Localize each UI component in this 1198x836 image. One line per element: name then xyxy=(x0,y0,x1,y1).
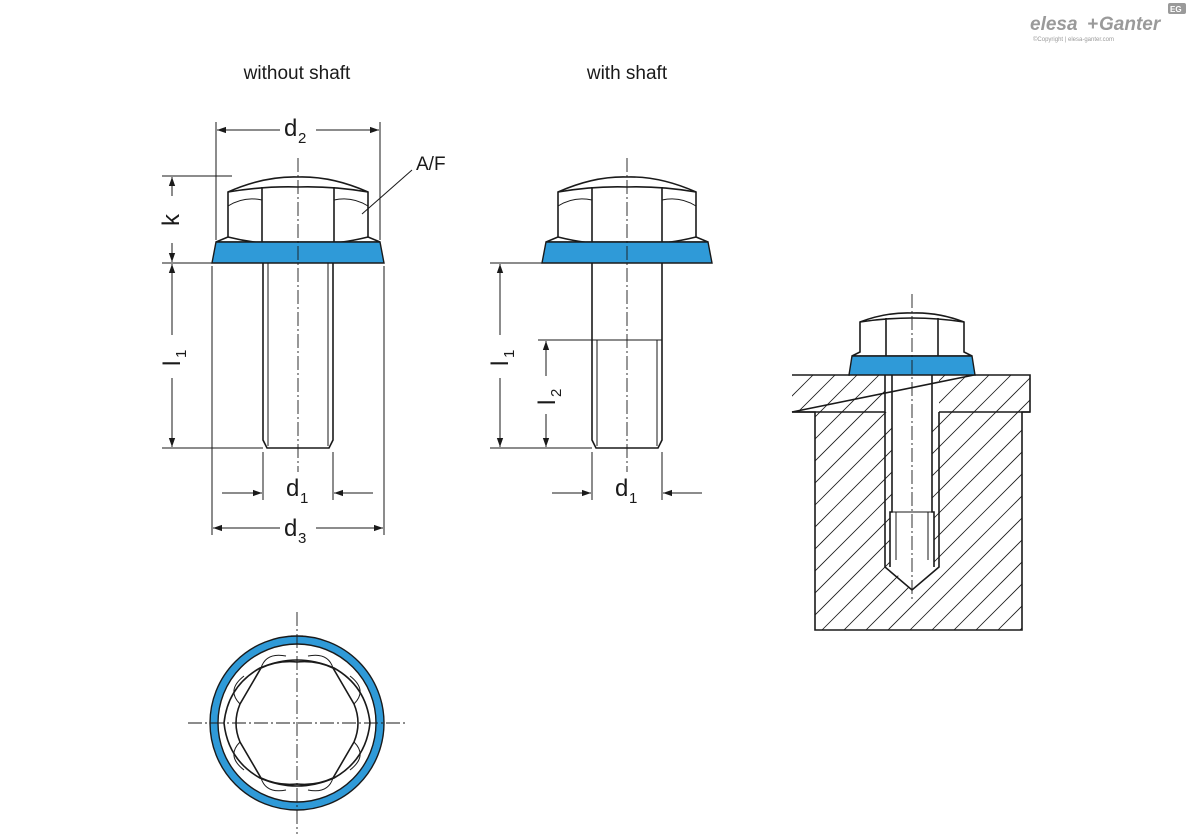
l1-label: l xyxy=(487,361,514,366)
l1-label: l xyxy=(159,361,186,366)
d1-label: d xyxy=(615,475,628,502)
brand-copyright: ©Copyright | elesa-ganter.com xyxy=(1033,36,1114,43)
hatch-line xyxy=(792,375,895,630)
bolt-with-shaft: l 1 l 2 d 1 xyxy=(487,158,713,507)
hatch-line xyxy=(921,375,1030,630)
brand-badge-text: EG xyxy=(1170,5,1182,14)
hatch-line xyxy=(855,375,1030,630)
hatch-line xyxy=(792,375,1005,630)
d3-label-sub: 3 xyxy=(298,530,306,547)
hatch-line xyxy=(1054,360,1198,640)
hatch-line xyxy=(965,375,1030,630)
hatch-line xyxy=(811,375,1030,630)
bolt-head-chamfers xyxy=(227,198,369,207)
bolt-top-view xyxy=(188,612,406,834)
l1-label-sub: 1 xyxy=(501,350,518,358)
hatch-line xyxy=(899,375,1030,630)
k-label: k xyxy=(158,213,185,226)
d2-label-sub: 2 xyxy=(298,130,306,147)
caption-without-shaft: without shaft xyxy=(243,63,351,84)
assembly-section xyxy=(460,294,1198,640)
hatch-line xyxy=(877,375,1030,630)
af-label: A/F xyxy=(416,154,446,175)
hatch-line xyxy=(1032,360,1198,640)
bolt-head-flats xyxy=(591,187,663,242)
hatch-line xyxy=(460,360,740,640)
hatch-line xyxy=(987,375,1030,630)
thread-root-lines xyxy=(267,263,329,446)
hatch-line xyxy=(833,375,1030,630)
af-leader xyxy=(361,169,413,215)
d3-label: d xyxy=(284,515,297,542)
l1-label-sub: 1 xyxy=(173,350,190,358)
thread-root-lines xyxy=(596,340,658,446)
bolt-without-shaft: d 2 A/F k l 1 d 1 d 3 xyxy=(158,115,446,547)
hatch-line xyxy=(792,375,917,630)
bolt-head-flats xyxy=(261,187,335,242)
d1-label: d xyxy=(286,475,299,502)
bolt-head-chamfers xyxy=(557,198,697,207)
hex-lobe-arcs xyxy=(233,654,361,792)
brand-name-right: Ganter xyxy=(1099,14,1162,35)
l2-label: l xyxy=(534,400,561,405)
caption-with-shaft: with shaft xyxy=(586,63,668,84)
hatch-line xyxy=(943,375,1030,630)
d1-label-sub: 1 xyxy=(300,490,308,507)
section-hatching xyxy=(460,360,1198,640)
l2-label-sub: 2 xyxy=(548,389,565,397)
hatch-line xyxy=(792,375,807,630)
brand-logo: elesa + Ganter ©Copyright | elesa-ganter… xyxy=(1030,3,1186,43)
hatch-line xyxy=(792,375,873,630)
brand-name-plus: + xyxy=(1087,14,1098,35)
d2-label: d xyxy=(284,115,297,142)
brand-badge-icon xyxy=(1168,3,1186,14)
hatch-line xyxy=(1009,375,1030,630)
brand-name-left: elesa xyxy=(1030,14,1078,35)
d1-label-sub: 1 xyxy=(629,490,637,507)
hatch-line xyxy=(792,375,829,630)
hatch-line xyxy=(792,375,851,630)
